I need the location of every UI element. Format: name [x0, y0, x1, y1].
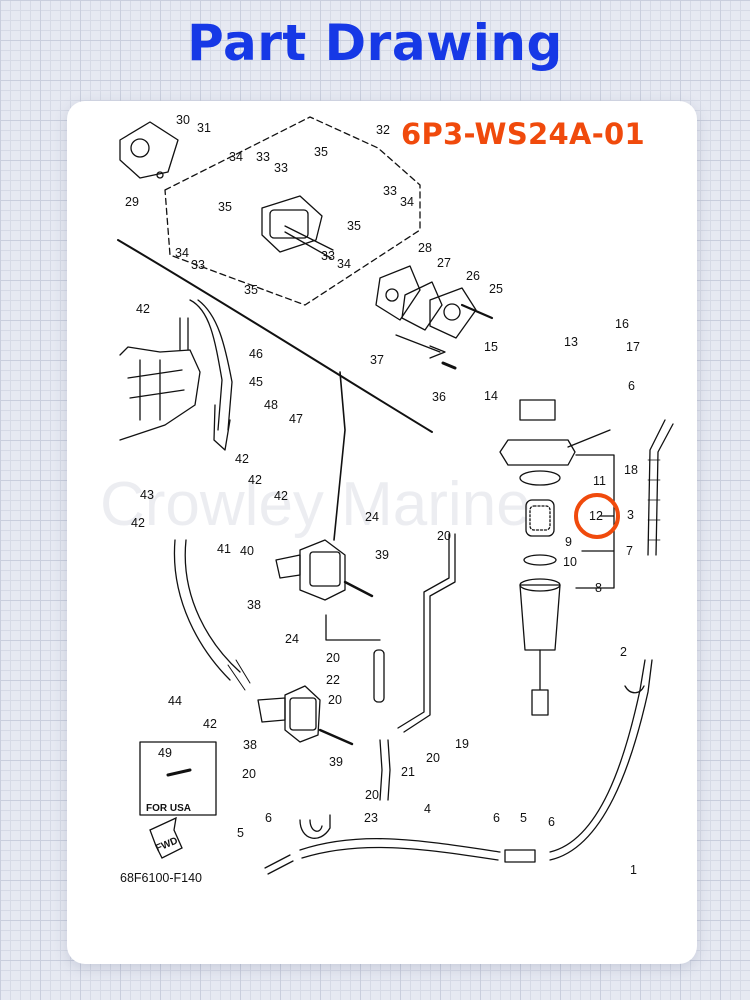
callout: 31 — [197, 121, 211, 135]
callout: 8 — [595, 581, 602, 595]
callout: 33 — [321, 249, 335, 263]
callout: 5 — [520, 811, 527, 825]
callout: 16 — [615, 317, 629, 331]
exploded-parts-diagram: Crowley Marine — [100, 113, 674, 885]
callout: 32 — [376, 123, 390, 137]
callout: 4 — [424, 802, 431, 816]
callout: 41 — [217, 542, 231, 556]
callout: 9 — [565, 535, 572, 549]
callout: 39 — [329, 755, 343, 769]
callout: 38 — [247, 598, 261, 612]
callout: 28 — [418, 241, 432, 255]
callout: 48 — [264, 398, 278, 412]
callout: 35 — [218, 200, 232, 214]
part-number: 6P3-WS24A-01 — [401, 117, 646, 151]
callout: 42 — [136, 302, 150, 316]
callout: 19 — [455, 737, 469, 751]
callout: 33 — [191, 258, 205, 272]
callout: 38 — [243, 738, 257, 752]
callout: 44 — [168, 694, 182, 708]
callout: 12 — [589, 509, 603, 523]
callout: 46 — [249, 347, 263, 361]
callout: 20 — [437, 529, 451, 543]
callout: 2 — [620, 645, 627, 659]
callout: 20 — [365, 788, 379, 802]
callout: 17 — [626, 340, 640, 354]
callout: 10 — [563, 555, 577, 569]
callout: 35 — [244, 283, 258, 297]
callout: 42 — [131, 516, 145, 530]
callout: 36 — [432, 390, 446, 404]
page-title: Part Drawing — [187, 14, 563, 72]
highlight-circle — [574, 493, 620, 539]
callout: 45 — [249, 375, 263, 389]
callout: 20 — [426, 751, 440, 765]
kit-boundary — [164, 116, 421, 306]
callout: 18 — [624, 463, 638, 477]
callout: 5 — [237, 826, 244, 840]
callout: 6 — [628, 379, 635, 393]
callout: 30 — [176, 113, 190, 127]
callout: 23 — [364, 811, 378, 825]
callout-labels: 1 2 3 4 5 5 6 6 6 6 7 8 9 10 11 12 13 14… — [125, 113, 640, 877]
fwd-arrow-icon: FWD — [149, 816, 183, 859]
callout: 13 — [564, 335, 578, 349]
callout: 25 — [489, 282, 503, 296]
callout: 39 — [375, 548, 389, 562]
callout: 42 — [248, 473, 262, 487]
callout: 37 — [370, 353, 384, 367]
callout: 15 — [484, 340, 498, 354]
callout: 1 — [630, 863, 637, 877]
callout: 47 — [289, 412, 303, 426]
callout: 33 — [383, 184, 397, 198]
callout: 34 — [229, 150, 243, 164]
callout: 42 — [274, 489, 288, 503]
callout: 6 — [548, 815, 555, 829]
callout: 42 — [203, 717, 217, 731]
callout: 33 — [274, 161, 288, 175]
watermark: Crowley Marine — [100, 470, 531, 539]
callout: 35 — [347, 219, 361, 233]
callout: 20 — [326, 651, 340, 665]
callout: 35 — [314, 145, 328, 159]
callout: 29 — [125, 195, 139, 209]
callout: 34 — [400, 195, 414, 209]
callout: 21 — [401, 765, 415, 779]
callout: 20 — [242, 767, 256, 781]
callout: 3 — [627, 508, 634, 522]
callout: 34 — [175, 246, 189, 260]
callout: 24 — [365, 510, 379, 524]
callout: 22 — [326, 673, 340, 687]
callout: 42 — [235, 452, 249, 466]
for-usa-label: FOR USA — [146, 803, 191, 814]
callout: 14 — [484, 389, 498, 403]
callout: 27 — [437, 256, 451, 270]
callout: 26 — [466, 269, 480, 283]
callout: 6 — [493, 811, 500, 825]
callout: 7 — [626, 544, 633, 558]
callout: 24 — [285, 632, 299, 646]
callout: 49 — [158, 746, 172, 760]
callout: 40 — [240, 544, 254, 558]
drawing-code: 68F6100-F140 — [120, 871, 202, 885]
callout: 34 — [337, 257, 351, 271]
callout: 43 — [140, 488, 154, 502]
callout: 11 — [593, 474, 606, 488]
callout: 20 — [328, 693, 342, 707]
part-drawing-card: Crowley Marine — [67, 101, 697, 964]
callout: 6 — [265, 811, 272, 825]
callout: 33 — [256, 150, 270, 164]
